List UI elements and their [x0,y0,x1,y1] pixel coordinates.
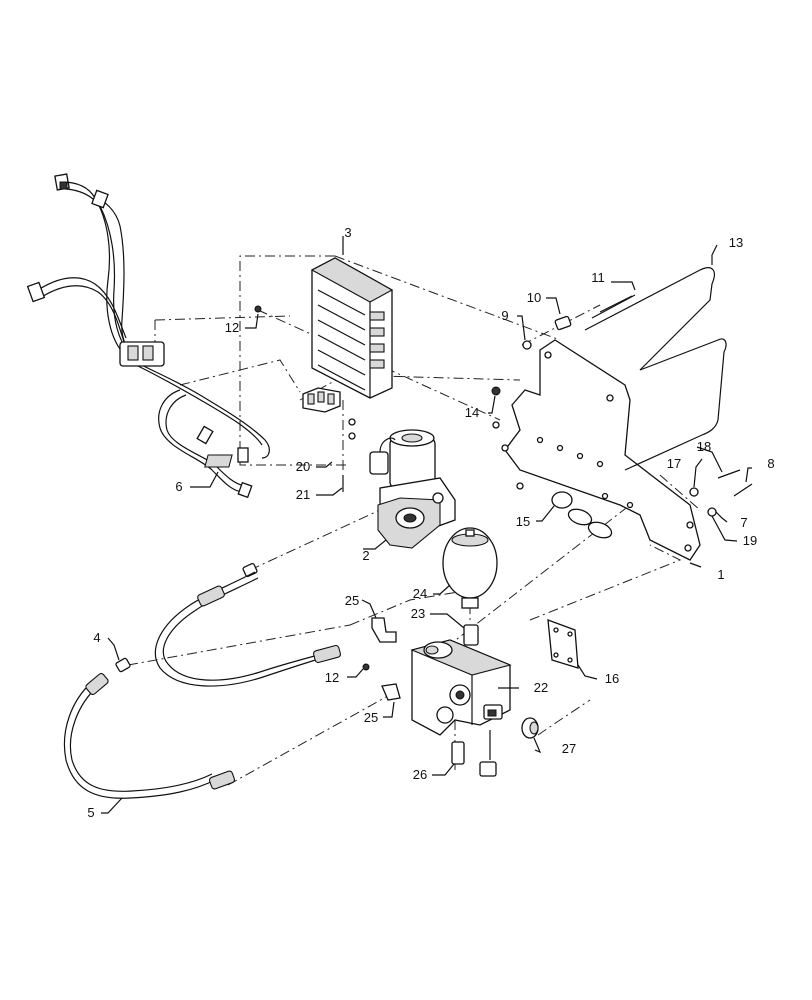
leader-lines [101,236,752,814]
elbow-25-lower [381,683,401,701]
washer-9 [522,340,532,350]
callout-23: 23 [411,606,425,621]
callout-18: 18 [697,439,711,454]
nut-12-lower [362,663,370,671]
callout-21: 21 [296,487,310,502]
callout-2: 2 [362,548,369,563]
callout-8: 8 [767,456,774,471]
callout-3: 3 [344,225,351,240]
callout-27: 27 [562,741,576,756]
fitting-4 [115,657,131,673]
motor-pump [369,429,456,549]
callout-11: 11 [591,270,605,285]
callout-16: 16 [605,671,619,686]
gasket-plate [547,619,579,669]
cap-27 [521,717,539,739]
u-bolt [584,267,727,471]
hose-upper [154,562,341,687]
callout-15: 15 [516,514,530,529]
fitting-23 [463,624,479,646]
washer-17 [689,487,699,497]
callout-26: 26 [413,767,427,782]
nut-14 [491,386,501,396]
callout-25-lower: 25 [364,710,378,725]
hose-clamps [551,491,613,539]
callout-25-upper: 25 [345,593,359,608]
nut-12-upper [254,305,262,313]
washer-19 [707,507,717,517]
callout-19: 19 [743,533,757,548]
callout-17: 17 [667,456,681,471]
connector-26 [479,761,497,777]
bolt-10 [554,315,572,331]
callout-7: 7 [740,515,747,530]
wiring-harness [26,173,270,499]
callout-13: 13 [729,235,743,250]
mounting-plate [492,339,701,561]
valve-block [410,639,512,760]
callout-5: 5 [87,805,94,820]
callout-10: 10 [527,290,541,305]
controller-module [310,257,394,399]
callout-9: 9 [501,308,508,323]
bolt-8 [733,483,753,497]
plug-26 [451,741,465,765]
pad-20 [204,454,233,468]
callout-6: 6 [175,479,182,494]
accumulator [442,527,498,609]
bolt-11 [591,294,636,319]
callout-12-upper: 12 [225,320,239,335]
elbow-25-upper [371,617,397,643]
callout-24: 24 [413,586,427,601]
bolt-18 [717,469,741,479]
callout-labels: 1 2 3 4 5 6 7 8 9 10 11 12 12 13 14 15 1… [87,225,774,820]
callout-1: 1 [717,567,724,582]
callout-22: 22 [534,680,548,695]
terminal-block [302,387,341,413]
callout-20: 20 [296,459,310,474]
hose-5 [63,673,236,799]
controller-fins [317,289,385,391]
callout-12-lower: 12 [325,670,339,685]
callout-4: 4 [93,630,100,645]
callout-14: 14 [465,405,479,420]
